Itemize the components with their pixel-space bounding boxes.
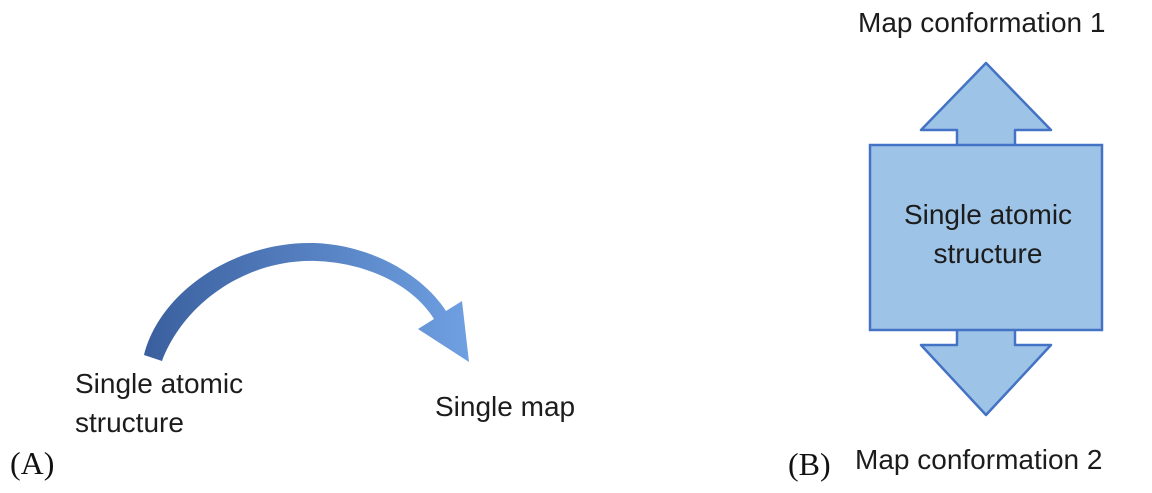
map-conformation-1-label: Map conformation 1: [858, 7, 1106, 38]
double-headed-arrow-icon: [868, 61, 1104, 417]
curved-arrow-shape: [144, 242, 469, 362]
single-map-label: Single map: [435, 391, 576, 422]
structure-box: [868, 143, 1104, 332]
source-structure-label-line1: Single atomic: [75, 368, 244, 399]
panel-b-tag: (B): [788, 446, 831, 482]
source-structure-label: Single atomic structure: [75, 365, 243, 442]
structure-box-label-line1: Single atomic: [903, 199, 1073, 230]
source-structure-label-line2: structure: [75, 406, 184, 438]
map-conformation-2-label: Map conformation 2: [855, 444, 1103, 475]
panel-a-tag: (A): [10, 445, 55, 481]
structure-box-label-line2: structure: [933, 237, 1043, 269]
structure-box-label: Single atomic structure: [868, 196, 1108, 273]
curved-arrow-icon: [144, 242, 469, 362]
